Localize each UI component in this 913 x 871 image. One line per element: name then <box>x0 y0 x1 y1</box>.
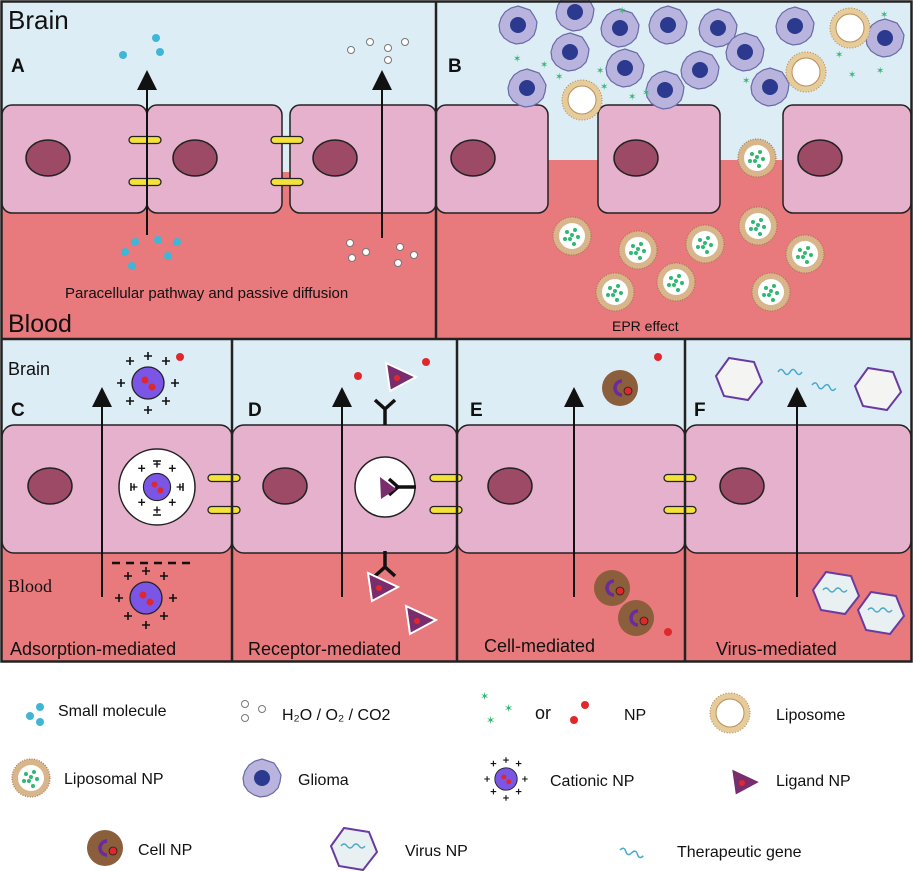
legend-virus-np: Virus NP <box>330 827 468 871</box>
legend-label: Therapeutic gene <box>677 844 802 861</box>
region-label-blood: Blood <box>8 576 52 596</box>
nucleus <box>25 139 71 177</box>
tight-junction <box>270 177 304 187</box>
panel-letter: F <box>694 400 706 421</box>
panel-caption: Adsorption-mediated <box>10 639 176 659</box>
panel-d: D Receptor-mediated <box>231 358 458 659</box>
nucleus <box>797 139 843 177</box>
cell-np <box>592 568 632 608</box>
cell-np <box>600 368 640 408</box>
panel-a: Brain A Paracellular pathway and passive… <box>1 2 437 338</box>
svg-text:✶: ✶ <box>642 88 650 99</box>
np <box>422 358 430 366</box>
panel-caption: Paracellular pathway and passive diffusi… <box>65 285 348 302</box>
np <box>664 628 672 636</box>
legend-small-molecule: Small molecule <box>26 703 167 726</box>
legend-label: Liposomal NP <box>64 771 164 788</box>
panel-caption: Virus-mediated <box>716 639 837 659</box>
legend-cell-np: Cell NP <box>85 828 192 868</box>
panel-letter: E <box>470 400 483 421</box>
nucleus <box>613 139 659 177</box>
svg-text:✶: ✶ <box>848 70 856 81</box>
nucleus <box>719 467 765 505</box>
nucleus <box>172 139 218 177</box>
legend-label: Ligand NP <box>776 773 851 790</box>
svg-text:✶: ✶ <box>876 66 884 77</box>
legend-liposomal-np: Liposomal NP <box>11 758 164 798</box>
panel-caption: EPR effect <box>612 318 679 334</box>
endothelial-cell <box>1 104 148 214</box>
panel-caption: Cell-mediated <box>484 636 595 656</box>
panel-letter: D <box>248 400 262 421</box>
region-label-brain: Brain <box>8 5 69 35</box>
small-molecules-blood <box>121 236 181 270</box>
legend-label: Cationic NP <box>550 773 634 790</box>
tight-junction <box>663 473 697 483</box>
gas-molecules-blood <box>346 239 418 267</box>
gas-molecules-brain <box>347 38 409 64</box>
svg-text:✶: ✶ <box>600 82 608 93</box>
np <box>354 372 362 380</box>
nucleus <box>27 467 73 505</box>
tight-junction <box>128 177 162 187</box>
legend: Small molecule H₂O / O₂ / CO2 ✶✶✶ or NP … <box>11 690 851 871</box>
region-label-brain: Brain <box>8 359 50 379</box>
svg-text:✶: ✶ <box>596 66 604 77</box>
svg-text:✶: ✶ <box>742 76 750 87</box>
legend-label: Cell NP <box>138 842 192 859</box>
legend-label: NP <box>624 707 646 724</box>
legend-np: ✶ ✶ ✶ or NP <box>480 690 646 727</box>
legend-therapeutic-gene: Therapeutic gene <box>618 844 802 861</box>
nucleus <box>312 139 358 177</box>
tight-junction <box>663 505 697 515</box>
legend-or: or <box>535 703 551 723</box>
legend-label: Small molecule <box>58 703 167 720</box>
svg-text:✶: ✶ <box>513 54 521 65</box>
svg-text:✶: ✶ <box>628 92 636 103</box>
legend-gases: H₂O / O₂ / CO2 <box>241 700 391 724</box>
legend-label: H₂O / O₂ / CO2 <box>282 707 391 724</box>
svg-text:✶: ✶ <box>880 10 888 21</box>
np <box>176 353 184 361</box>
np-stars: ✶ ✶ ✶ ✶ ✶ ✶ ✶ ✶ ✶ ✶ ✶ ✶ ✶ <box>513 6 888 103</box>
panel-f: F Virus-mediated <box>663 357 912 659</box>
panel-letter: B <box>448 56 462 77</box>
legend-label: Liposome <box>776 707 845 724</box>
legend-label: Virus NP <box>405 843 468 860</box>
legend-label: Glioma <box>298 772 349 789</box>
svg-text:✶: ✶ <box>540 60 548 71</box>
svg-text:✶: ✶ <box>618 6 626 17</box>
legend-liposome: Liposome <box>709 692 845 734</box>
receptor <box>373 398 416 578</box>
svg-text:✶: ✶ <box>835 50 843 61</box>
tight-junction <box>128 135 162 145</box>
tight-junction <box>207 473 241 483</box>
tight-junction <box>207 505 241 515</box>
nucleus <box>450 139 496 177</box>
svg-text:✶: ✶ <box>555 72 563 83</box>
small-molecules-brain <box>119 34 164 59</box>
svg-text:✶: ✶ <box>480 690 489 703</box>
ligand-np <box>380 477 396 499</box>
tight-junction <box>270 135 304 145</box>
panel-c: Brain C Blood Adsorption-mediated <box>1 351 233 659</box>
region-label-blood: Blood <box>8 310 72 338</box>
nucleus <box>262 467 308 505</box>
panel-borders <box>0 0 913 663</box>
legend-cationic-np: Cationic NP <box>483 756 634 802</box>
np <box>654 353 662 361</box>
legend-ligand-np: Ligand NP <box>730 767 851 797</box>
svg-text:✶: ✶ <box>486 714 495 727</box>
panel-b: ✶ ✶ ✶ ✶ ✶ ✶ ✶ ✶ ✶ ✶ ✶ ✶ ✶ B EPR effect <box>435 0 912 338</box>
nucleus <box>487 467 533 505</box>
svg-text:✶: ✶ <box>504 702 513 715</box>
cell-np <box>616 598 656 638</box>
legend-glioma: Glioma <box>242 758 349 798</box>
endothelial-cell <box>289 104 437 214</box>
panel-letter: A <box>11 56 25 77</box>
panel-letter: C <box>11 400 25 421</box>
panel-caption: Receptor-mediated <box>248 639 401 659</box>
